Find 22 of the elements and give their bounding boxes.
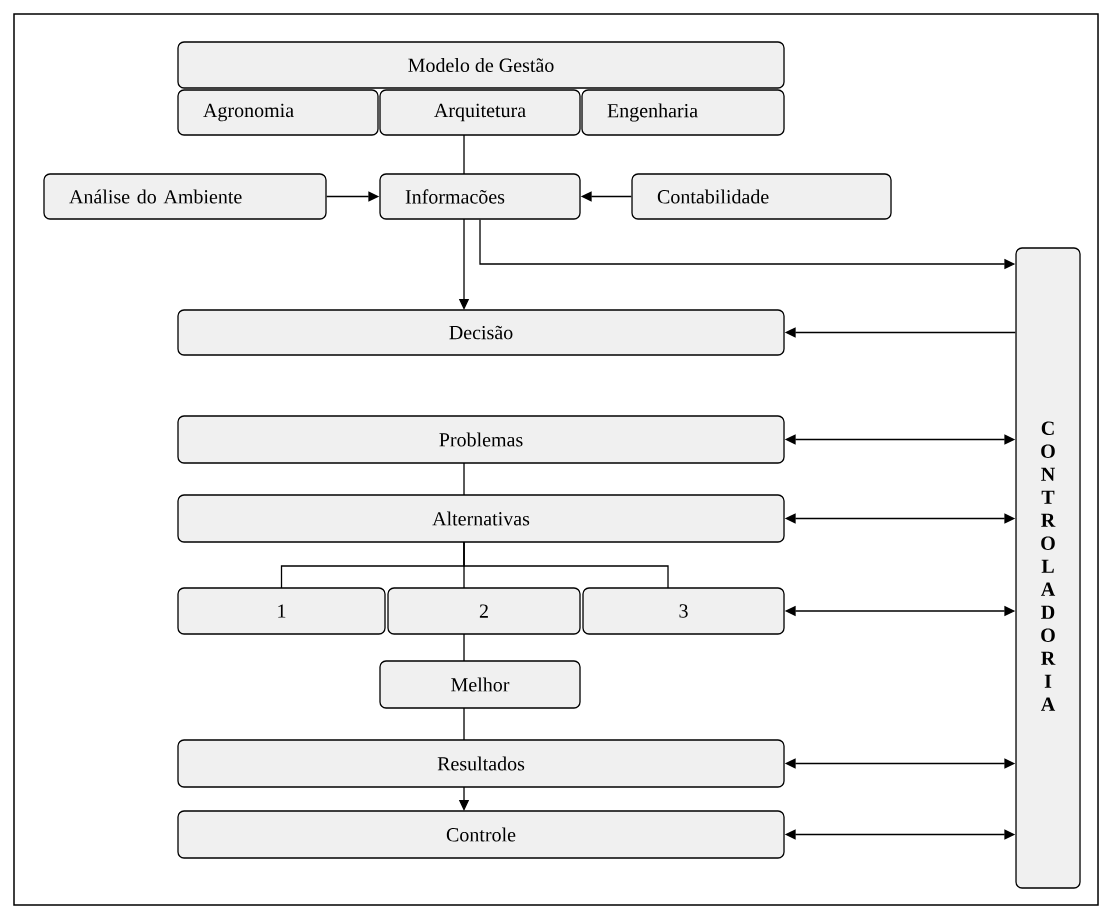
process-box: Decisão xyxy=(177,309,785,356)
connector xyxy=(463,541,669,589)
process-box: Engenharia xyxy=(581,89,785,136)
process-box: Modelo de Gestão xyxy=(177,41,785,89)
process-box: Informacões xyxy=(379,173,581,220)
process-box: Contabilidade xyxy=(631,173,892,220)
process-box: Resultados xyxy=(177,739,785,788)
connector xyxy=(463,707,465,741)
process-box: Agronomia xyxy=(177,89,379,136)
process-box: 3 xyxy=(582,587,785,635)
process-box: Análise do Ambiente xyxy=(43,173,327,220)
connector xyxy=(463,134,465,175)
process-box: Melhor xyxy=(379,660,581,709)
process-box: Alternativas xyxy=(177,494,785,543)
process-box: 1 xyxy=(177,587,386,635)
process-box: Arquitetura xyxy=(379,89,581,136)
connector xyxy=(463,462,465,496)
vertical-panel: CONTROLADORIA xyxy=(1015,247,1081,889)
process-box: 2 xyxy=(387,587,581,635)
connector xyxy=(463,633,465,662)
process-box: Problemas xyxy=(177,415,785,464)
process-box: Controle xyxy=(177,810,785,859)
